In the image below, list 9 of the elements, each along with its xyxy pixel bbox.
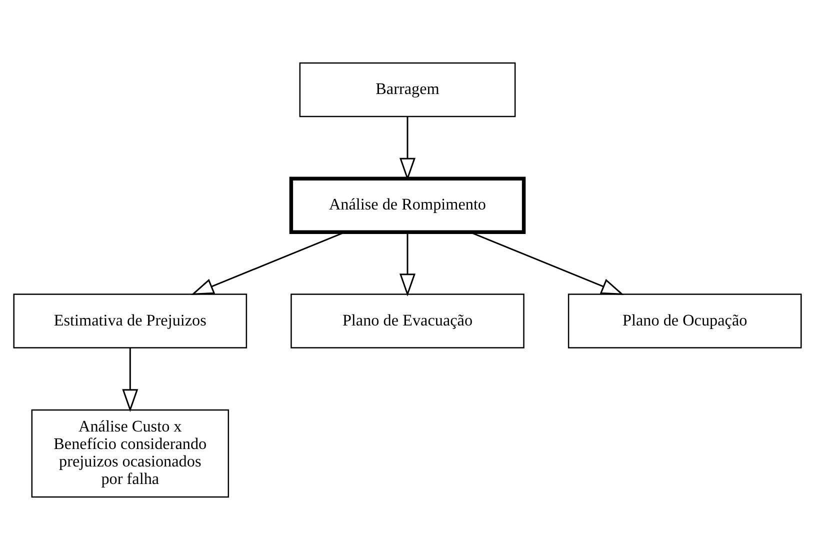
node-box: Análise Custo x Benefício considerando prejuizos ocasionados por falha xyxy=(31,408,230,498)
arrow xyxy=(399,232,416,296)
arrow xyxy=(399,116,416,180)
node-box: Plano de Ocupação xyxy=(568,293,802,348)
node-box: Barragem xyxy=(299,62,516,117)
arrow xyxy=(122,347,138,412)
node-box: Plano de Evacuação xyxy=(290,293,524,348)
node-box: Estimativa de Prejuizos xyxy=(13,293,248,348)
node-box: Análise de Rompimento xyxy=(289,176,526,234)
